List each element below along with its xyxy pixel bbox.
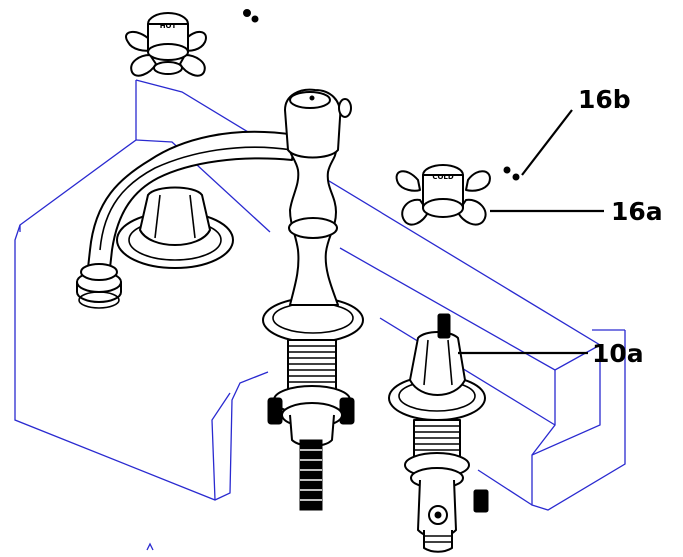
spout: [76, 130, 296, 309]
callout-10a: 10a: [592, 339, 644, 368]
hot-cross-handle: HOT: [125, 9, 259, 77]
leader-16b: [521, 109, 573, 176]
spout-column: [262, 88, 364, 343]
callout-16a: 16a: [611, 197, 663, 226]
callout-16b: 16b: [578, 85, 631, 114]
cold-cross-handle: COLD: [395, 164, 491, 226]
cold-handle-label: COLD: [432, 173, 454, 181]
screw-16b-2: [512, 173, 520, 181]
hot-handle-label: HOT: [160, 22, 177, 30]
spout-threaded-shank: [267, 339, 355, 511]
left-valve-body: [116, 186, 234, 269]
screw-16b: [503, 166, 511, 174]
right-valve-10a: [388, 313, 489, 553]
corner-mark: [146, 542, 154, 551]
